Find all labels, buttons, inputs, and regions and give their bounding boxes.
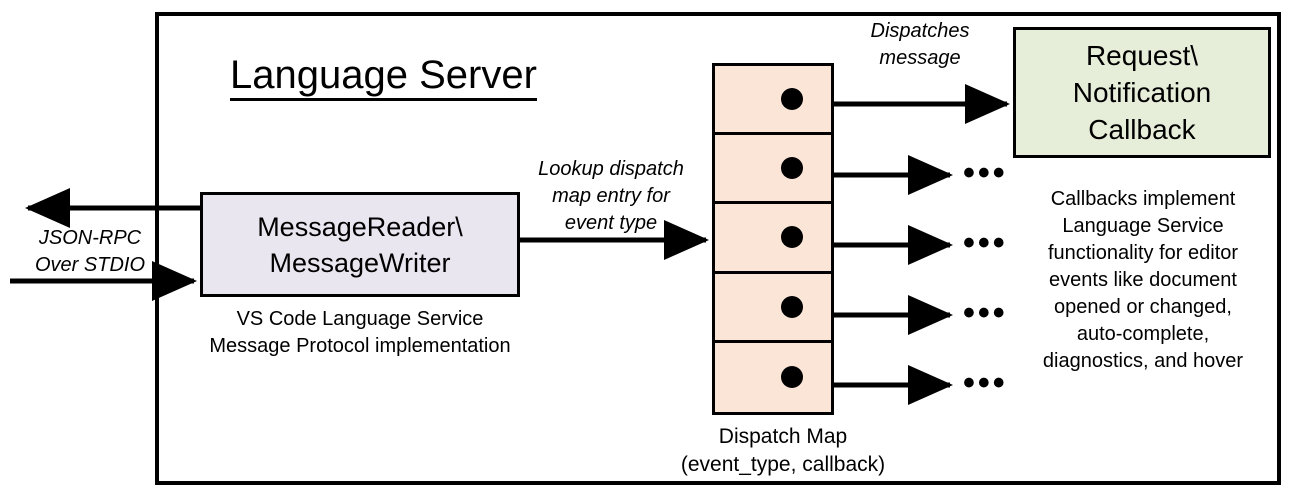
callback-pointer-dot-icon [781, 157, 803, 180]
dispatch-map-row[interactable] [715, 204, 831, 274]
page-title: Language Server [230, 50, 650, 101]
callback-description-line-2: Language Service [1062, 215, 1224, 237]
edge-label-lookup-line-2: map entry for [552, 185, 670, 207]
dispatch-map-row[interactable] [715, 135, 831, 205]
callback-pointer-dot-icon [781, 88, 803, 111]
callback-pointer-dot-icon [781, 366, 803, 389]
message-reader-caption-line-2: Message Protocol implementation [209, 335, 511, 357]
ellipsis-row-2: ••• [963, 154, 1008, 192]
message-reader-caption: VS Code Language Service Message Protoco… [180, 306, 540, 360]
page-title-text: Language Server [230, 53, 537, 101]
callback-description-line-5: opened or changed, [1054, 296, 1232, 318]
message-reader-caption-line-1: VS Code Language Service [236, 308, 484, 330]
edge-label-dispatches-line-2: message [879, 47, 961, 69]
callback-description-line-1: Callbacks implement [1050, 188, 1236, 210]
callback-description: Callbacks implement Language Service fun… [1002, 186, 1284, 375]
ellipsis-row-5: ••• [963, 364, 1008, 402]
ellipsis-row-3: ••• [963, 224, 1008, 262]
edge-label-dispatches-line-1: Dispatches [870, 20, 970, 42]
dispatch-map-table[interactable] [712, 63, 834, 415]
callback-description-line-7: diagnostics, and hover [1042, 350, 1244, 372]
callback-line-1: Request\ [1085, 40, 1199, 71]
dispatch-map-row[interactable] [715, 274, 831, 343]
message-reader-writer-label: MessageReader\ MessageWriter [203, 209, 517, 281]
edge-label-lookup: Lookup dispatch map entry for event type [516, 156, 706, 237]
callback-line-2: Notification [1072, 77, 1212, 108]
dispatch-map-caption: Dispatch Map (event_type, callback) [628, 423, 938, 479]
callback-description-line-3: functionality for editor [1047, 242, 1239, 264]
edge-label-dispatches: Dispatches message [833, 18, 1007, 72]
edge-label-jsonrpc-line-2: Over STDIO [34, 254, 145, 276]
dispatch-map-row[interactable] [715, 66, 831, 136]
callback-description-line-6: auto-complete, [1076, 323, 1210, 345]
edge-label-lookup-line-1: Lookup dispatch [538, 158, 684, 180]
message-reader-line-1: MessageReader\ [257, 211, 463, 242]
callback-line-3: Callback [1088, 114, 1196, 145]
callback-description-line-4: events like document [1049, 269, 1237, 291]
dispatch-map-caption-line-2: (event_type, callback) [680, 453, 886, 476]
callback-pointer-dot-icon [781, 295, 803, 318]
language-server-boundary [155, 12, 1281, 485]
edge-label-jsonrpc-line-1: JSON-RPC [38, 227, 142, 249]
callback-pointer-dot-icon [781, 226, 803, 249]
request-notification-callback-box[interactable]: Request\ Notification Callback [1013, 27, 1271, 158]
edge-label-jsonrpc: JSON-RPC Over STDIO [10, 225, 170, 279]
message-reader-line-2: MessageWriter [269, 247, 451, 278]
dispatch-map-row[interactable] [715, 343, 831, 412]
message-reader-writer-box[interactable]: MessageReader\ MessageWriter [200, 192, 520, 297]
dispatch-map-caption-line-1: Dispatch Map [718, 425, 848, 448]
callback-box-label: Request\ Notification Callback [1016, 37, 1268, 148]
edge-label-lookup-line-3: event type [564, 212, 658, 234]
ellipsis-row-4: ••• [963, 294, 1008, 332]
